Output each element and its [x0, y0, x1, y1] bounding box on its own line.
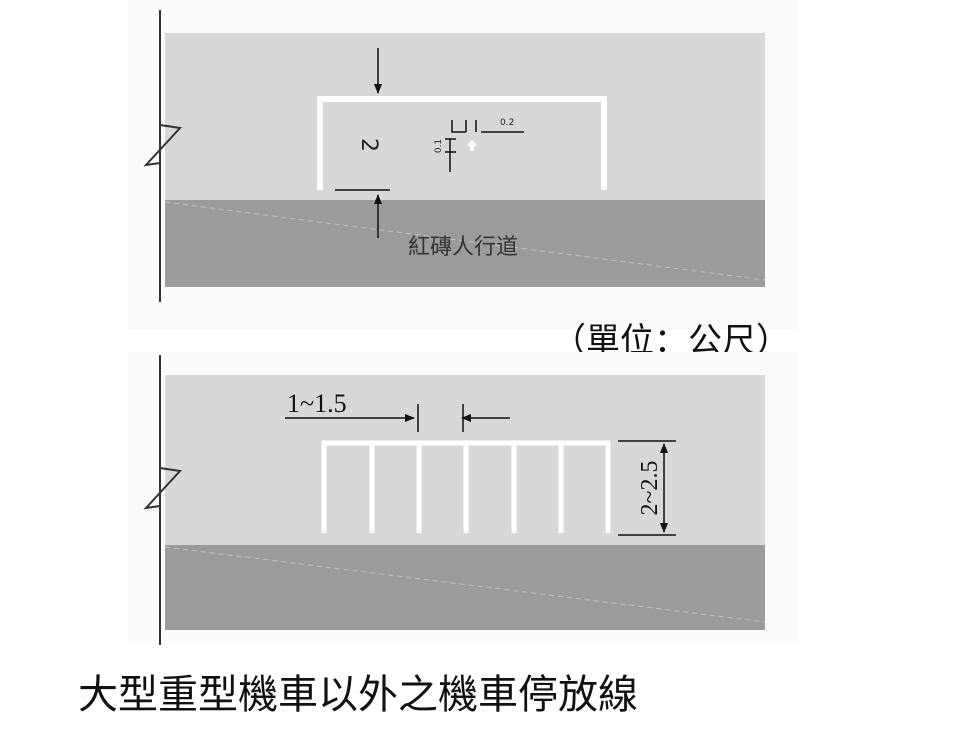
stall-depth-label: 2~2.5: [637, 461, 663, 516]
bottom-diagram: 1~1.5 2~2.5: [128, 352, 798, 645]
top-diagram: 2 0.1 0.2 紅磚人行道: [128, 0, 798, 330]
sidewalk-label: 紅磚人行道: [408, 234, 518, 259]
road-area: [165, 33, 765, 200]
parking-stalls: [321, 440, 611, 533]
gap-label: 0.2: [500, 118, 514, 128]
caption: 大型重型機車以外之機車停放線: [78, 672, 638, 718]
break-symbol: [143, 124, 183, 167]
parking-outline: [317, 96, 607, 190]
break-symbol: [143, 467, 183, 510]
line-detail: [445, 120, 524, 172]
line-width-label: 0.1: [434, 139, 444, 153]
depth-label: 2: [356, 138, 381, 152]
arrow-up-icon: [467, 140, 477, 151]
stall-width-label: 1~1.5: [287, 389, 347, 418]
